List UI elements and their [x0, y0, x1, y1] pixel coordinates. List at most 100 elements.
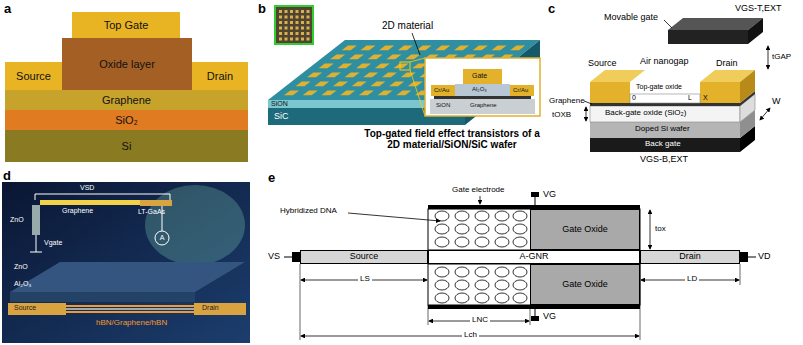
dna-strand — [495, 280, 509, 290]
gate-pad — [386, 54, 401, 59]
drawn-line — [650, 210, 651, 249]
annotation-text: VD — [758, 251, 771, 261]
photo-pad — [290, 16, 293, 19]
dna-strand — [455, 237, 469, 247]
annotation-label: X — [703, 94, 708, 102]
drawn-polygon — [10, 262, 245, 292]
drawn-line — [300, 264, 301, 340]
annotation-label: Source — [14, 304, 36, 312]
layer-label: Gate Oxide — [562, 280, 608, 290]
annotation-text: e — [268, 170, 275, 185]
photo-pad — [301, 21, 304, 24]
gate-pad — [405, 54, 420, 59]
layer-box: Source — [5, 62, 62, 90]
annotation-label: LD — [685, 274, 699, 284]
gate-pad — [396, 90, 411, 95]
drawn-rect — [275, 6, 313, 44]
annotation-text: Cr/Au — [513, 87, 528, 93]
dna-strand — [435, 280, 449, 290]
annotation-text: 2D material — [382, 20, 433, 31]
drawn-rect — [590, 122, 740, 138]
drawn-rect — [66, 305, 194, 307]
gate-pad — [510, 45, 525, 50]
annotation-text: SiC — [274, 111, 289, 121]
annotation-label: Back-gate oxide (SiO₂) — [605, 108, 686, 118]
annotation-label: tox — [655, 224, 666, 234]
annotation-text: LT-GaAs — [138, 208, 165, 215]
gate-pad — [435, 45, 450, 50]
annotation-text: Gate — [472, 72, 487, 79]
photo-pad — [279, 16, 282, 19]
drawn-g — [279, 10, 310, 41]
drawn-rect — [66, 311, 194, 313]
dna-strand — [435, 293, 449, 303]
layer-label: Source — [350, 252, 379, 262]
drawn-rect — [590, 103, 740, 106]
photo-pad — [290, 32, 293, 35]
photo-pad — [285, 10, 288, 13]
photo-pad — [307, 16, 310, 19]
annotation-text: Al₂O₃ — [14, 280, 31, 287]
annotation-text: Back-gate oxide (SiO₂) — [605, 108, 686, 117]
annotation-text: ZnO — [10, 216, 24, 223]
photo-pad — [301, 16, 304, 19]
photo-pad — [301, 10, 304, 13]
layer-box: Gate Oxide — [530, 264, 640, 305]
annotation-label: VS — [268, 251, 280, 262]
drawn-rect — [2, 182, 250, 343]
photo-pad — [279, 32, 282, 35]
annotation-label: Cr/Au — [513, 87, 528, 94]
drawn-line — [748, 257, 756, 258]
photo-pad — [285, 21, 288, 24]
annotation-text: VGS-B,EXT — [640, 154, 688, 164]
photo-pad — [290, 10, 293, 13]
annotation-label: Movable gate — [604, 12, 658, 23]
gate-pad — [321, 90, 336, 95]
photo-pad — [285, 38, 288, 41]
drawn-line — [412, 33, 420, 55]
gate-pad — [284, 90, 299, 95]
annotation-text: Source — [14, 304, 36, 311]
drawn-line — [535, 196, 536, 205]
annotation-label: Drain — [202, 304, 219, 312]
dna-strand — [435, 211, 449, 221]
layer-box: Graphene — [5, 90, 248, 110]
drawn-rect — [428, 264, 640, 305]
drawn-rect — [8, 303, 66, 315]
annotation-label: Graphene — [470, 102, 497, 109]
drawn-rect — [434, 96, 531, 99]
photo-pad — [301, 38, 304, 41]
drawn-rect — [668, 30, 748, 44]
drawn-line — [586, 107, 587, 121]
annotation-text: Cr/Au — [434, 87, 449, 93]
annotation-text: c — [548, 1, 555, 16]
drawn-line — [35, 194, 170, 195]
gate-pad — [330, 54, 345, 59]
annotation-text: LD — [685, 274, 699, 283]
layer-label: SiO₂ — [115, 114, 138, 126]
annotation-label: c — [548, 1, 555, 16]
drawn-ellipse — [145, 185, 245, 265]
annotation-text: d — [3, 168, 11, 183]
annotation-text: Back gate — [645, 139, 681, 148]
layer-label: Source — [16, 70, 51, 82]
drawn-rect — [531, 192, 539, 197]
annotation-label: d — [3, 168, 11, 183]
annotation-text: Source — [588, 58, 617, 68]
drawn-line — [740, 264, 741, 285]
dna-strand — [513, 237, 527, 247]
gate-pad — [361, 45, 376, 50]
drawn-line — [664, 20, 672, 28]
drawn-line — [35, 194, 36, 200]
annotation-label: VGS-B,EXT — [640, 154, 688, 165]
layer-box: Si — [5, 130, 248, 162]
drawn-rect — [400, 62, 410, 70]
dna-strand — [455, 267, 469, 277]
annotation-label: SiON — [436, 102, 450, 109]
annotation-text: hBN/Graphene/hBN — [96, 318, 167, 327]
drawn-rect — [40, 200, 140, 205]
wafer-illustration — [268, 6, 540, 125]
photo-pad — [290, 38, 293, 41]
annotation-label: Lch — [462, 330, 479, 340]
photo-pad — [296, 21, 299, 24]
